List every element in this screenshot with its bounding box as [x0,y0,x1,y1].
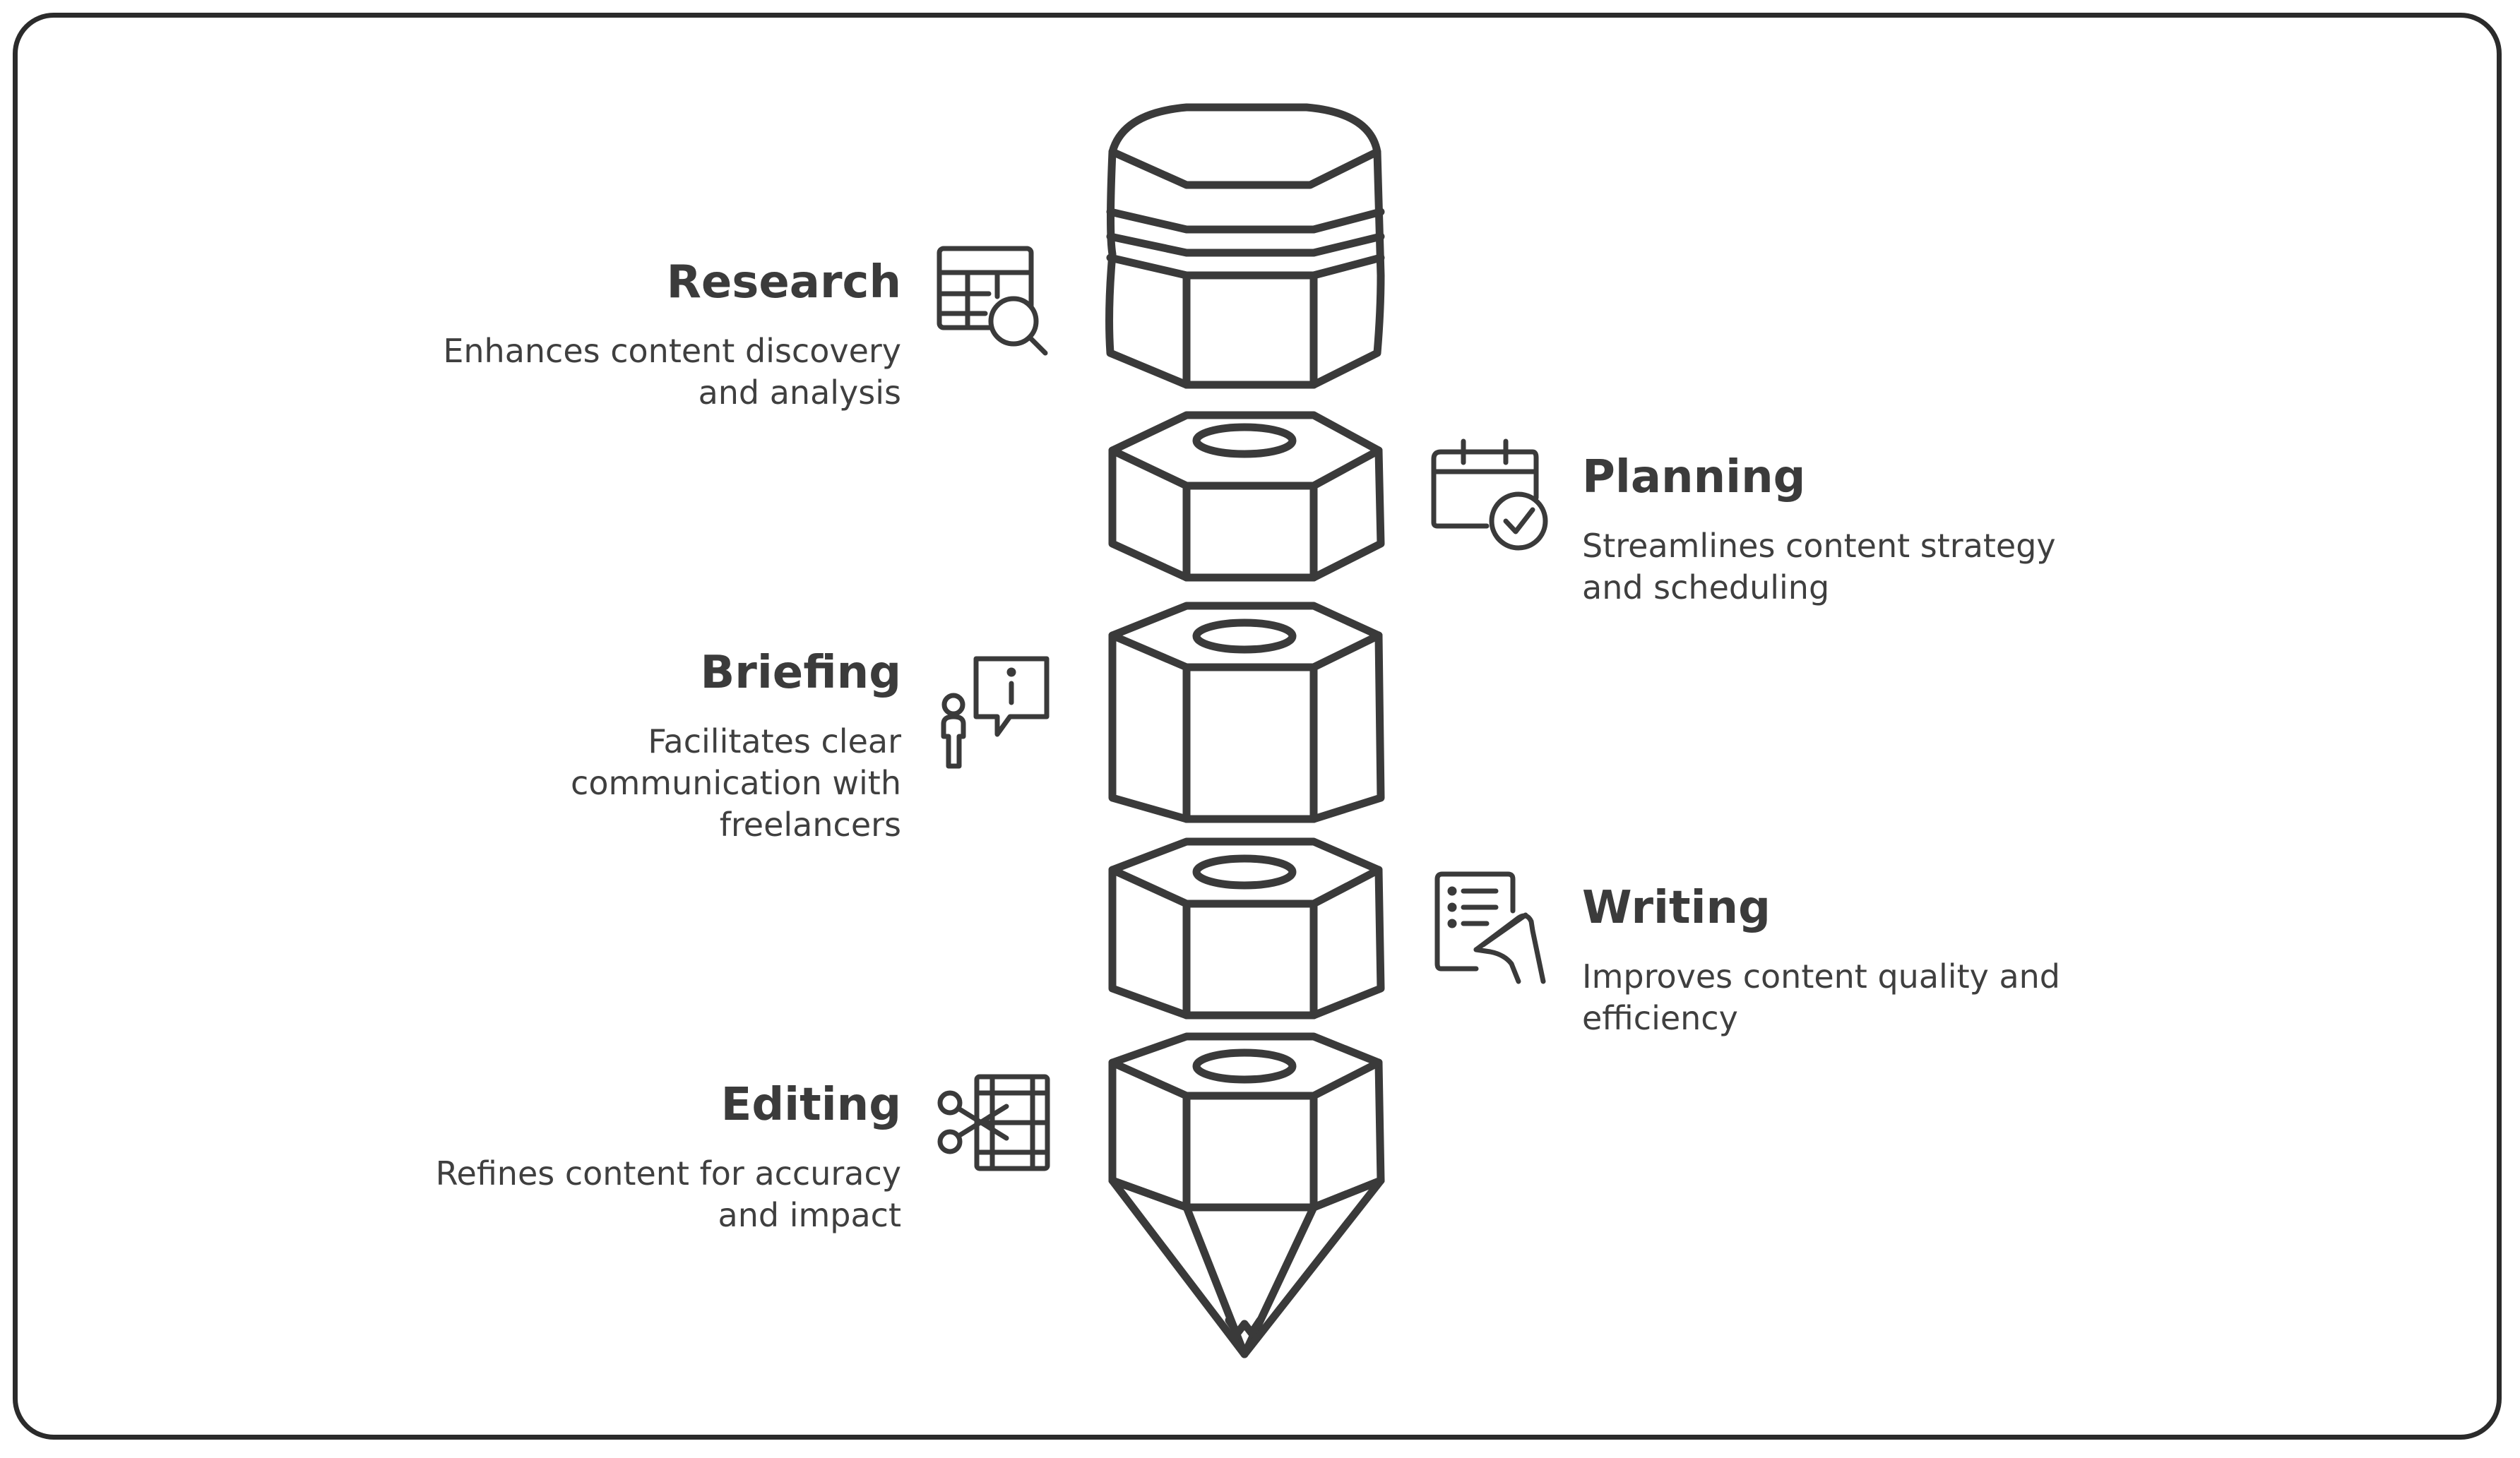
scissors-film-icon [937,1074,1050,1171]
table-search-icon [937,246,1048,356]
step-description: Refines content for accuracy and impact [435,1154,901,1234]
step-description: Streamlines content strategy and schedul… [1582,527,2056,606]
pencil-tip-segment [1108,1032,1385,1358]
step-title: Briefing [700,647,902,699]
step-planning: Planning Streamlines content strategy an… [1582,449,2119,609]
document-pen-icon [1434,871,1546,984]
step-description: Facilitates clear communication with fre… [571,722,901,844]
pencil-segment-writing [1108,837,1385,1020]
person-info-bubble-icon [941,656,1050,769]
pencil-segment-briefing [1108,602,1385,823]
step-description: Enhances content discovery and analysis [443,332,901,412]
pencil-segment-planning [1108,411,1385,582]
step-description: Improves content quality and efficiency [1582,957,2060,1037]
step-title: Writing [1582,882,1771,934]
step-editing: Editing Refines content for accuracy and… [407,1077,901,1236]
step-title: Planning [1582,451,1806,503]
step-title: Editing [720,1079,901,1131]
calendar-check-icon [1431,438,1548,551]
step-research: Research Enhances content discovery and … [407,254,901,414]
step-briefing: Briefing Facilitates clear communication… [407,645,901,846]
step-writing: Writing Improves content quality and eff… [1582,880,2119,1039]
pencil-cap-segment [1105,103,1385,389]
step-title: Research [666,256,901,309]
